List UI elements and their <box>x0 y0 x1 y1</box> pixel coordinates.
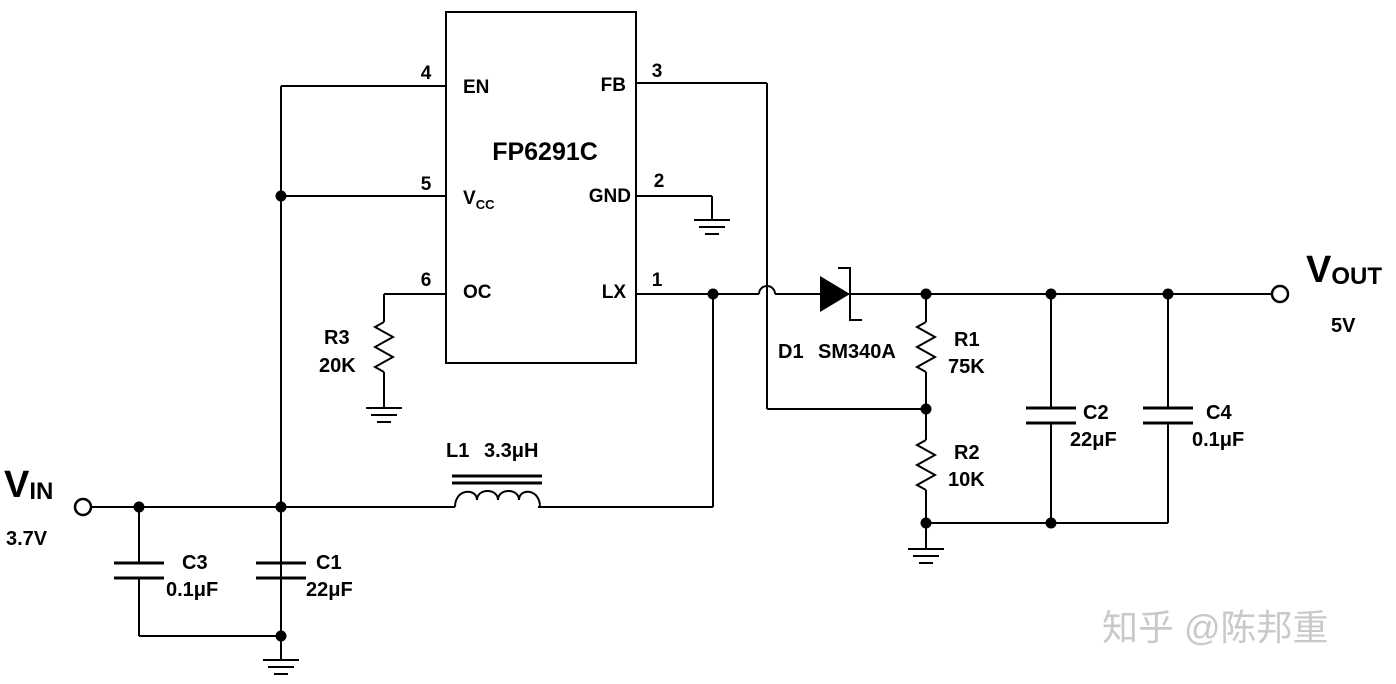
vout-label: VOUT <box>1306 249 1382 291</box>
switch-node <box>636 285 820 300</box>
resistor-r2 <box>914 409 938 523</box>
capacitor-c4 <box>1143 294 1193 523</box>
vout-voltage: 5V <box>1331 315 1356 337</box>
d1-ref: D1 <box>778 341 804 363</box>
pin-fb-label: FB <box>601 75 626 96</box>
c3-ref: C3 <box>182 552 208 574</box>
watermark: 知乎 @陈邦重 <box>1102 607 1329 648</box>
ic-name: FP6291C <box>492 138 598 166</box>
r2-value: 10K <box>948 469 985 491</box>
r2-ref: R2 <box>954 442 980 464</box>
capacitor-c2 <box>1026 294 1076 523</box>
pin-en-label: EN <box>463 77 489 98</box>
resistor-r1 <box>914 294 938 409</box>
diode-d1 <box>820 267 926 321</box>
pin-vcc-number: 5 <box>421 174 432 195</box>
d1-value: SM340A <box>818 341 896 363</box>
output-ground-bus <box>908 517 1168 564</box>
c3-value: 0.1μF <box>166 579 218 601</box>
ground-symbol-input <box>263 636 299 675</box>
pin-en-number: 4 <box>421 63 432 84</box>
c4-value: 0.1μF <box>1192 429 1244 451</box>
r1-ref: R1 <box>954 329 980 351</box>
c2-value: 22μF <box>1070 429 1117 451</box>
output-rail <box>920 288 1272 300</box>
capacitor-c3 <box>114 507 281 637</box>
pin-gnd-label: GND <box>589 186 631 207</box>
c4-ref: C4 <box>1206 402 1232 424</box>
r3-ref: R3 <box>324 327 350 349</box>
vout-terminal <box>1270 284 1290 304</box>
pin-oc-label: OC <box>463 282 492 303</box>
pin-gnd-number: 2 <box>654 171 665 192</box>
c2-ref: C2 <box>1083 402 1109 424</box>
pin-oc-number: 6 <box>421 270 432 291</box>
vin-terminal <box>73 497 93 517</box>
pin-lx-number: 1 <box>652 270 663 291</box>
pin-fb-number: 3 <box>652 61 663 82</box>
vin-voltage: 3.7V <box>6 528 48 550</box>
ground-symbol-ic <box>636 195 730 235</box>
resistor-r3 <box>366 293 446 423</box>
pin-lx-label: LX <box>602 282 627 303</box>
feedback-wire <box>636 82 932 415</box>
ic-body <box>445 11 637 364</box>
l1-ref: L1 <box>446 440 469 462</box>
capacitor-c1 <box>256 507 306 580</box>
vin-label: VIN <box>4 464 53 506</box>
c1-value: 22μF <box>306 579 353 601</box>
inductor-l1 <box>452 474 542 508</box>
c1-ref: C1 <box>316 552 342 574</box>
r3-value: 20K <box>319 355 356 377</box>
l1-value: 3.3μH <box>484 440 538 462</box>
pin-vcc-label: VCC <box>463 188 495 212</box>
r1-value: 75K <box>948 356 985 378</box>
